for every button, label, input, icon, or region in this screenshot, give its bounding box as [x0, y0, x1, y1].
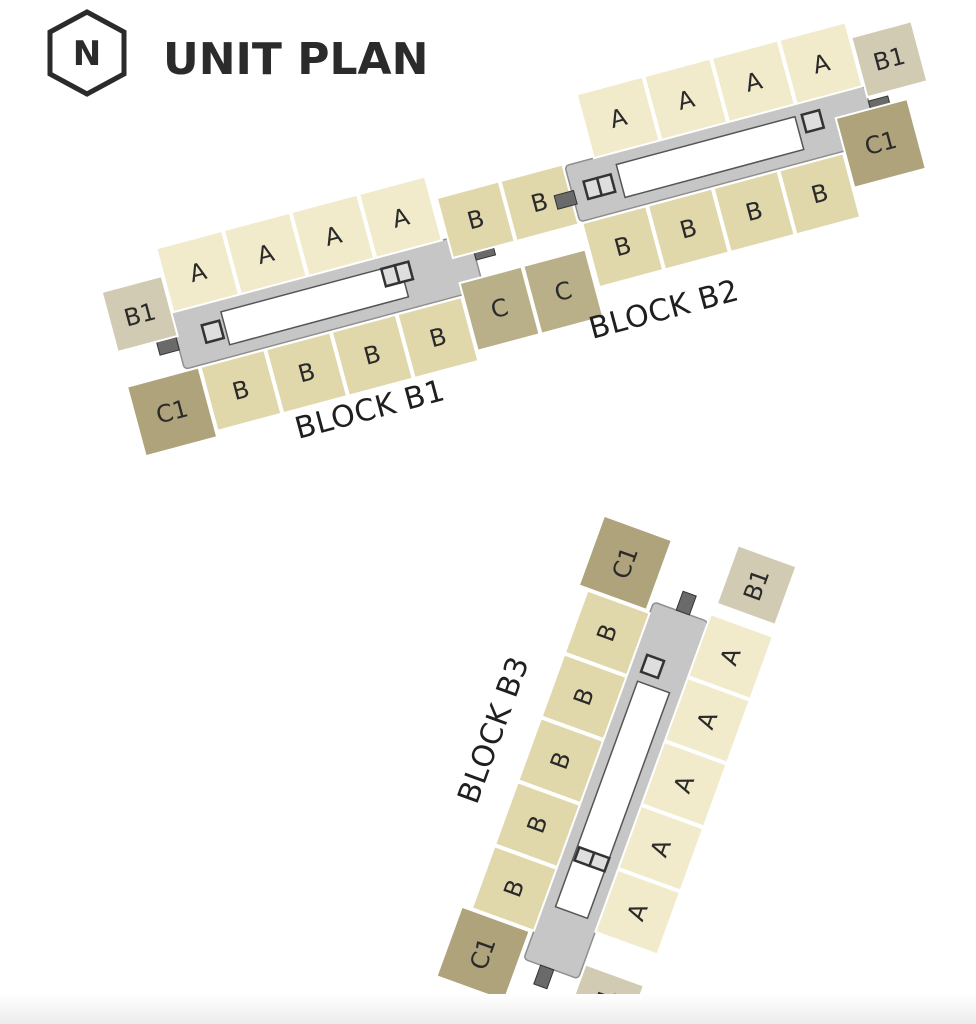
unit-label: A — [254, 239, 278, 270]
unit-label: C — [488, 293, 511, 324]
unit-b — [778, 152, 862, 236]
unit-label: B — [611, 231, 634, 262]
unit-label: B — [295, 357, 318, 388]
unit-label: B — [528, 187, 551, 218]
unit-label: B — [464, 204, 487, 235]
unit-label: B — [426, 322, 449, 353]
unit-a — [663, 676, 751, 764]
unit-c1 — [125, 366, 219, 458]
unit-b — [470, 844, 558, 933]
unit-label: A — [742, 66, 766, 97]
unit-b1 — [850, 20, 929, 99]
compass-letter: N — [73, 34, 101, 74]
unit-b — [199, 348, 283, 433]
unit-a — [643, 57, 729, 142]
unit-b — [646, 187, 731, 271]
unit-a — [710, 39, 796, 124]
unit-a — [357, 175, 444, 260]
unit-b — [563, 589, 651, 677]
bottom-fade — [0, 994, 976, 1024]
unit-c1 — [834, 97, 928, 189]
unit-label: C — [552, 276, 575, 307]
block-b1-top-row: B1 A A A A — [100, 175, 444, 354]
unit-a — [222, 211, 308, 296]
unit-b — [581, 205, 665, 289]
unit-b1 — [715, 544, 798, 627]
unit-a — [575, 75, 661, 160]
north-compass-icon — [47, 9, 127, 97]
unit-label: A — [322, 220, 346, 251]
block-b3-corridor — [524, 590, 708, 990]
block-b2-top-row: A A A A B1 — [575, 20, 929, 160]
block-b1-bottom-row: C1 B B B B — [125, 295, 480, 458]
unit-b — [264, 331, 349, 415]
blocks-b1-b2: B1 A A A A C1 B B B B B — [100, 20, 929, 458]
block-b2-bottom-row: B B B B C1 — [581, 97, 928, 289]
block-b1-corridor — [155, 233, 497, 370]
unit-label: A — [186, 257, 210, 288]
unit-a — [290, 193, 376, 278]
block-b3: C1 B B B B B C1 B1 A A A A — [435, 514, 798, 1024]
unit-b — [540, 653, 628, 741]
unit-a — [155, 229, 241, 314]
unit-label: A — [810, 48, 834, 79]
unit-c1 — [577, 514, 674, 612]
unit-label: B — [808, 178, 831, 209]
unit-label: B — [743, 196, 766, 227]
unit-c — [458, 265, 541, 352]
unit-a — [640, 740, 728, 828]
compass-badge: N — [47, 9, 127, 97]
unit-b — [712, 169, 796, 254]
unit-b — [330, 313, 414, 397]
unit-label: B — [361, 340, 384, 371]
unit-c — [522, 248, 605, 335]
unit-label: A — [674, 85, 698, 116]
unit-b1 — [100, 274, 179, 354]
unit-a — [687, 612, 775, 701]
unit-label: B — [677, 213, 700, 244]
page-title: UNIT PLAN — [163, 34, 428, 85]
unit-label: B — [229, 375, 252, 406]
unit-a — [778, 21, 864, 106]
unit-a — [594, 868, 682, 956]
connector-units: B B C C — [435, 163, 605, 352]
unit-c1 — [435, 905, 531, 1003]
unit-b — [493, 781, 582, 869]
unit-b — [517, 717, 605, 805]
unit-b — [396, 295, 480, 380]
unit-a — [617, 804, 705, 892]
unit-b — [435, 180, 516, 260]
unit-label: A — [607, 103, 631, 134]
block-b3-left-column: C1 B B B B B C1 — [435, 514, 674, 1003]
unit-label: A — [389, 202, 413, 233]
